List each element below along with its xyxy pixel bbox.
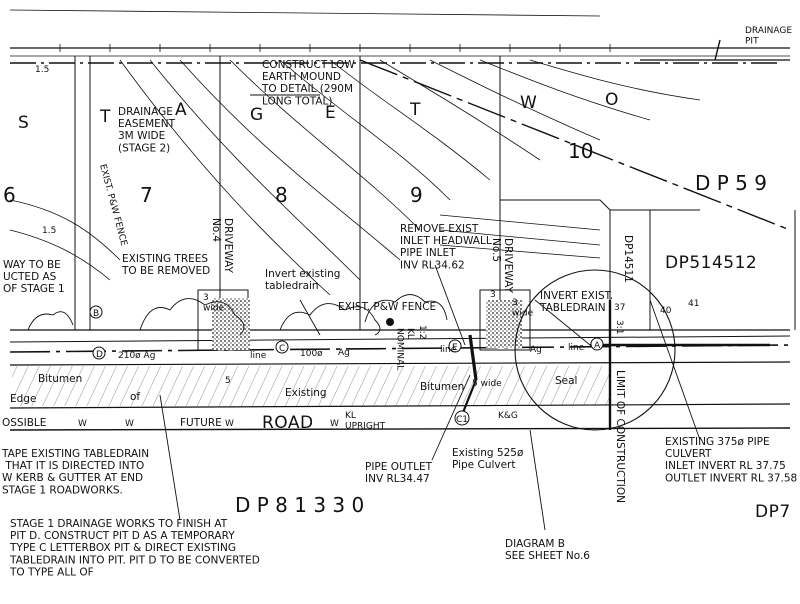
estate-letter-1: S: [18, 113, 29, 133]
leader-lines: [159, 39, 790, 531]
pit-b-marker: B: [89, 305, 103, 319]
line-label-3: line: [568, 343, 585, 353]
pit-c-marker: C: [275, 340, 289, 354]
pit-d-label: D: [96, 350, 103, 360]
pit-a-label: A: [594, 341, 601, 351]
dp-14512: DP514512: [665, 253, 757, 273]
existing-label: Existing: [285, 387, 327, 399]
estate-letter-6: T: [409, 100, 421, 120]
diagram-b-circle: [514, 269, 676, 431]
kg-label: K&G: [498, 411, 518, 421]
ag-label-4: Ag: [530, 345, 542, 355]
ag-label-2: 100ø: [300, 349, 323, 359]
dp-81330: D P 8 1 3 3 0: [235, 493, 364, 517]
estate-letter-3: A: [175, 100, 187, 120]
contour-label-top: 1.5: [35, 65, 49, 75]
of-label: of: [130, 391, 140, 403]
pit-c-label: C: [279, 344, 285, 354]
estate-letter-7: W: [520, 93, 537, 113]
invert-exist-tabledrain-note: INVERT EXIST.TABLEDRAIN: [539, 290, 613, 314]
bitumen-label-2: Bitumen: [420, 381, 464, 393]
pit-e-marker: E: [448, 339, 462, 353]
top-boundary: [9, 9, 790, 64]
dp-bottom-right: DP7: [755, 502, 791, 522]
pit-c1-marker: C1: [454, 410, 470, 426]
ag-label-3: Ag: [338, 348, 350, 358]
tabledrain-note: TAPE EXISTING TABLEDRAIN THAT IT IS DIRE…: [1, 448, 149, 496]
seal-label: Seal: [555, 375, 577, 387]
road-possible-label: OSSIBLE: [2, 417, 46, 429]
driveway-5-width-left: 3: [490, 290, 496, 300]
chainage-40: 40: [660, 306, 672, 316]
line-label-2: line: [440, 345, 457, 355]
exist-fence-vertical: EXIST. P&W FENCE: [97, 163, 129, 247]
exist-fence-horizontal: EXIST. P&W FENCE: [338, 301, 436, 313]
road-label: ROAD: [262, 413, 314, 433]
dp-14511: DP14511: [622, 235, 634, 283]
road-w-1: W: [78, 419, 87, 429]
road-w-2: W: [125, 419, 134, 429]
top-ticks: [59, 44, 611, 52]
slope-ratio-2: 3:1: [614, 320, 624, 334]
line-label-1: line: [250, 351, 267, 361]
lot-6-number: 6: [3, 183, 16, 207]
pit-c1-label: C1: [456, 415, 468, 425]
pit-e-label: E: [452, 343, 458, 353]
driveway-4-label: DRIVEWAYNo.4: [210, 218, 234, 273]
slope-ratio-1: 1:2: [417, 325, 427, 339]
estate-letter-8: O: [605, 90, 619, 110]
contour-label-left: 1.5: [42, 226, 56, 236]
dim-5-left: 5: [225, 376, 231, 386]
ag-label-1: 210ø Ag: [118, 351, 155, 361]
road-w-4: W: [330, 419, 339, 429]
driveway-5-label: DRIVEWAYNo.5: [490, 238, 514, 293]
estate-letter-5: E: [325, 103, 336, 123]
lot-7-number: 7: [140, 183, 153, 207]
estate-letter-4: G: [250, 105, 264, 125]
pit-a-marker: A: [590, 337, 604, 351]
lot-10-number: 10: [568, 139, 593, 163]
estate-letter-2: T: [99, 107, 111, 127]
tree-canopies: [27, 294, 448, 336]
limit-of-construction-label: LIMIT OF CONSTRUCTION: [614, 370, 626, 503]
chainage-37: 37: [614, 303, 625, 313]
dp-top-right: D P 5 9: [695, 171, 767, 195]
lot-9-number: 9: [410, 183, 423, 207]
kl-nominal-label: KLNOMINAL: [395, 328, 415, 370]
lot-8-number: 8: [275, 183, 288, 207]
bitumen-hatch: [12, 366, 610, 406]
fence-node-icon: [386, 318, 394, 326]
road-w-3: W: [225, 419, 234, 429]
pit-d-marker: D: [92, 346, 106, 360]
dim-5-wide: 5 wide: [472, 379, 502, 389]
pit-b-label: B: [93, 309, 99, 319]
road-future-label: FUTURE: [180, 417, 222, 429]
bitumen-label-1: Bitumen: [38, 373, 82, 385]
chainage-41: 41: [688, 299, 699, 309]
contour-lines: [9, 59, 701, 296]
edge-label: Edge: [10, 393, 36, 405]
lot-boundaries: [74, 56, 796, 331]
